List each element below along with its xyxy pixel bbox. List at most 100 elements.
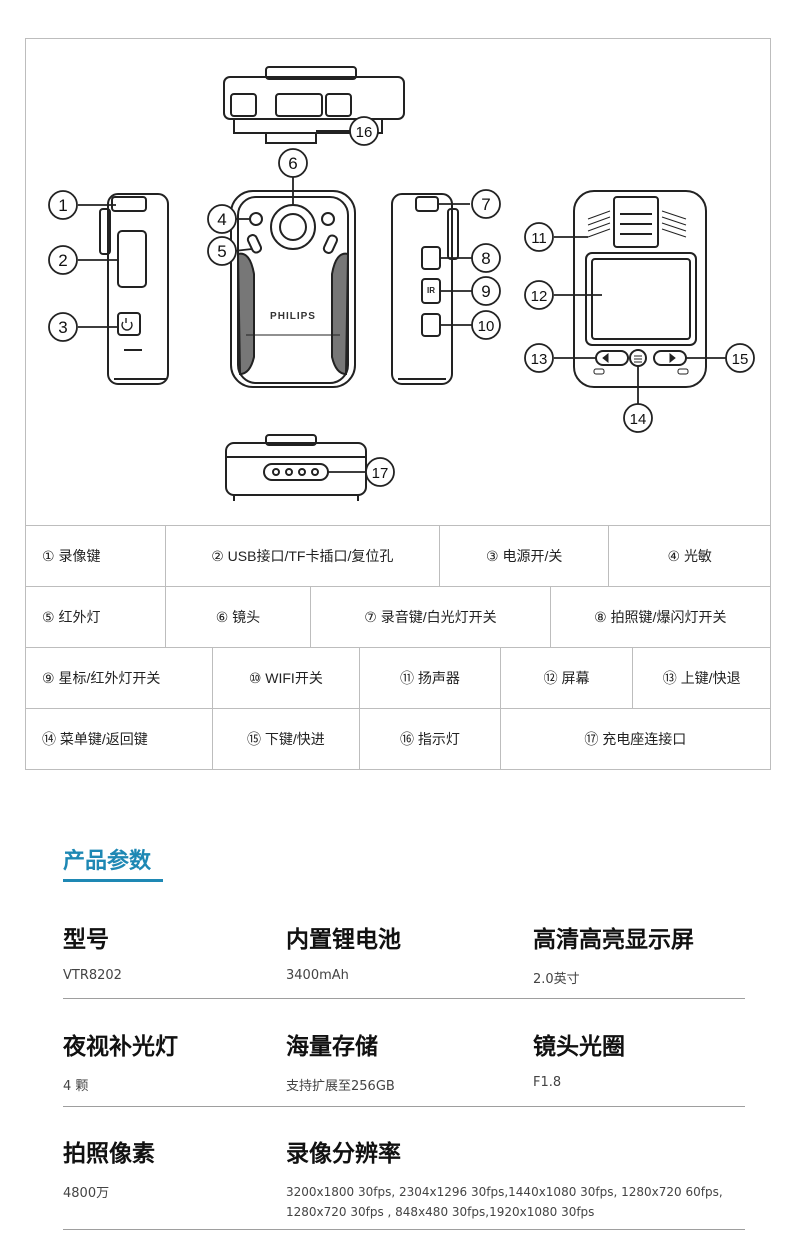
params-row-2: 夜视补光灯 4 颗 海量存储 支持扩展至256GB 镜头光圈 F1.8 xyxy=(63,1027,745,1107)
left-side-view xyxy=(99,193,169,385)
legend-label: 下键/快进 xyxy=(264,731,325,747)
legend-number: ④ xyxy=(667,547,681,564)
legend-number: ⑯ xyxy=(399,731,414,747)
param-battery: 内置锂电池 3400mAh xyxy=(286,920,401,983)
legend-label: 屏幕 xyxy=(561,670,590,686)
callout-7: 7 xyxy=(481,195,490,214)
legend-label: WIFI开关 xyxy=(265,670,323,686)
legend-number: ⑩ xyxy=(248,669,262,686)
ir-button-label: IR xyxy=(427,286,435,295)
legend-row-3: ⑨ 星标/红外灯开关 ⑩ WIFI开关 ⑪ 扬声器 ⑫ 屏幕 ⑬ 上键/快退 xyxy=(25,648,771,709)
front-view xyxy=(230,190,356,388)
callout-12: 12 xyxy=(531,288,548,305)
callout-17: 17 xyxy=(372,465,389,482)
legend-cell: ① 录像键 xyxy=(26,526,166,586)
legend-number: ② xyxy=(211,547,224,564)
legend-cell: ⑭ 菜单键/返回键 xyxy=(26,709,213,769)
params-row-1: 型号 VTR8202 内置锂电池 3400mAh 高清高亮显示屏 2.0英寸 xyxy=(63,920,745,999)
legend-number: ⑭ xyxy=(42,731,56,747)
legend-label: 上键/快退 xyxy=(680,670,741,686)
legend-label: 扬声器 xyxy=(417,670,460,686)
legend-number: ③ xyxy=(486,547,499,564)
legend-label: USB接口/TF卡插口/复位孔 xyxy=(227,548,394,564)
back-view xyxy=(573,190,707,388)
callout-4: 4 xyxy=(217,210,226,229)
callout-3: 3 xyxy=(58,318,67,337)
params-title-underline xyxy=(63,879,163,882)
brand-logo-text: PHILIPS xyxy=(270,311,316,322)
legend-label: 录像键 xyxy=(58,548,101,564)
param-aperture: 镜头光圈 F1.8 xyxy=(533,1027,625,1090)
param-label: 内置锂电池 xyxy=(286,926,401,952)
legend-cell: ⑩ WIFI开关 xyxy=(213,648,361,708)
legend-number: ⑤ xyxy=(42,608,55,625)
callout-2: 2 xyxy=(58,251,67,270)
callout-numbers: 1 2 3 4 5 6 7 8 9 10 11 12 13 14 15 16 1… xyxy=(58,124,748,482)
legend-number: ⑧ xyxy=(594,608,607,625)
legend-cell: ⑧ 拍照键/爆闪灯开关 xyxy=(551,587,770,647)
param-model: 型号 VTR8202 xyxy=(63,920,122,983)
speaker-grille xyxy=(587,210,687,238)
legend-cell: ⑯ 指示灯 xyxy=(360,709,501,769)
callout-1: 1 xyxy=(58,196,67,215)
param-label: 海量存储 xyxy=(286,1033,378,1059)
legend-cell: ③ 电源开/关 xyxy=(440,526,610,586)
right-side-view xyxy=(391,193,459,385)
callout-14: 14 xyxy=(630,411,647,428)
legend-cell: ② USB接口/TF卡插口/复位孔 xyxy=(166,526,440,586)
legend-label: 指示灯 xyxy=(417,731,460,747)
legend-cell: ⑮ 下键/快进 xyxy=(213,709,361,769)
param-display: 高清高亮显示屏 2.0英寸 xyxy=(533,920,694,987)
param-label: 拍照像素 xyxy=(63,1140,155,1166)
legend-cell: ⑪ 扬声器 xyxy=(360,648,501,708)
callout-13: 13 xyxy=(531,351,548,368)
param-value: 2.0英寸 xyxy=(533,972,580,987)
param-label: 高清高亮显示屏 xyxy=(533,926,694,952)
callout-9: 9 xyxy=(481,282,490,301)
param-value: 3400mAh xyxy=(286,968,349,983)
param-label: 夜视补光灯 xyxy=(63,1033,178,1059)
legend-number: ⑨ xyxy=(42,669,55,686)
device-diagram-svg: PHILIPS IR 1 2 3 4 5 6 7 8 9 10 11 12 13… xyxy=(48,66,755,501)
param-label: 镜头光圈 xyxy=(533,1033,625,1059)
legend-cell: ④ 光敏 xyxy=(609,526,770,586)
param-storage: 海量存储 支持扩展至256GB xyxy=(286,1027,395,1094)
param-value: 3200x1800 30fps, 2304x1296 30fps,1440x10… xyxy=(286,1185,723,1219)
legend-row-4: ⑭ 菜单键/返回键 ⑮ 下键/快进 ⑯ 指示灯 ⑰ 充电座连接口 xyxy=(25,709,771,770)
callout-circles xyxy=(48,116,755,487)
legend-cell: ⑤ 红外灯 xyxy=(26,587,166,647)
legend-label: 录音键/白光灯开关 xyxy=(380,609,497,625)
params-title: 产品参数 xyxy=(63,848,152,873)
device-diagram: PHILIPS IR 1 2 3 4 5 6 7 8 9 10 11 12 13… xyxy=(25,38,771,526)
param-night-vision: 夜视补光灯 4 颗 xyxy=(63,1027,178,1094)
legend-row-1: ① 录像键 ② USB接口/TF卡插口/复位孔 ③ 电源开/关 ④ 光敏 xyxy=(25,525,771,587)
param-value: 4 颗 xyxy=(63,1079,89,1094)
legend-cell: ⑨ 星标/红外灯开关 xyxy=(26,648,213,708)
legend-label: 拍照键/爆闪灯开关 xyxy=(610,609,727,625)
legend-label: 电源开/关 xyxy=(502,548,563,564)
legend-cell: ⑥ 镜头 xyxy=(166,587,312,647)
leader-lines xyxy=(78,130,726,473)
callout-8: 8 xyxy=(481,249,490,268)
callout-6: 6 xyxy=(288,154,297,173)
legend-number: ⑦ xyxy=(364,608,377,625)
param-value: VTR8202 xyxy=(63,968,122,983)
legend-label: 菜单键/返回键 xyxy=(59,731,148,747)
param-value: 4800万 xyxy=(63,1186,110,1201)
param-photo-pixels: 拍照像素 4800万 xyxy=(63,1134,155,1201)
callout-15: 15 xyxy=(732,351,749,368)
legend-cell: ⑫ 屏幕 xyxy=(501,648,634,708)
legend-number: ⑰ xyxy=(584,731,599,747)
callout-10: 10 xyxy=(478,318,495,335)
bottom-view xyxy=(225,434,367,501)
param-value: F1.8 xyxy=(533,1075,562,1090)
legend-table: ① 录像键 ② USB接口/TF卡插口/复位孔 ③ 电源开/关 ④ 光敏 ⑤ 红… xyxy=(25,525,771,770)
legend-row-2: ⑤ 红外灯 ⑥ 镜头 ⑦ 录音键/白光灯开关 ⑧ 拍照键/爆闪灯开关 xyxy=(25,587,771,648)
legend-cell: ⑬ 上键/快退 xyxy=(633,648,770,708)
param-label: 型号 xyxy=(63,926,109,952)
legend-label: 星标/红外灯开关 xyxy=(58,670,161,686)
callout-11: 11 xyxy=(531,230,547,247)
legend-number: ⑮ xyxy=(246,731,261,747)
legend-cell: ⑰ 充电座连接口 xyxy=(501,709,770,769)
legend-label: 红外灯 xyxy=(58,609,101,625)
